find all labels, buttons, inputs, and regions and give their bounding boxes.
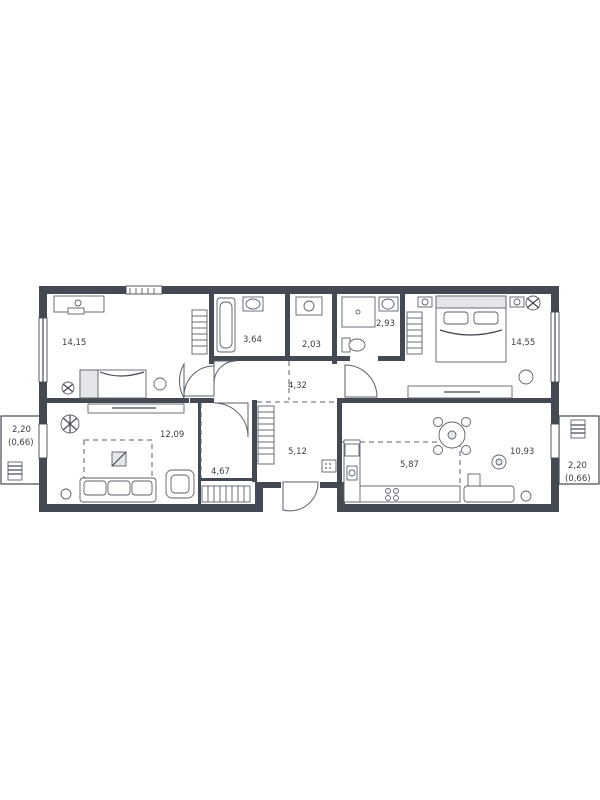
living-room-plant-icon xyxy=(60,414,80,434)
sofa xyxy=(79,477,157,503)
bedroom-left-bed xyxy=(79,369,147,399)
hallway-closet xyxy=(257,405,275,465)
window-living-room xyxy=(38,423,48,459)
balcony-right-radiator-icon xyxy=(570,419,586,439)
door-bedroom-right xyxy=(344,364,378,398)
area-label-wardrobe: 4,67 xyxy=(211,467,230,477)
balcony-right xyxy=(558,415,600,485)
reduced-area-label-balcony-left: (0,66) xyxy=(8,438,34,448)
kitchen-fridge xyxy=(344,443,360,457)
dining-table xyxy=(433,417,471,455)
bathroom-sink xyxy=(242,296,264,312)
area-label-dining-room: 10,93 xyxy=(510,447,534,457)
area-label-hallway-lower: 5,12 xyxy=(288,447,307,457)
area-label-living-room: 12,09 xyxy=(160,430,184,440)
area-label-balcony-right: 2,20 xyxy=(568,461,587,471)
shower-room-sink xyxy=(378,296,399,312)
wardrobe-closet xyxy=(201,485,251,503)
electric-panel-icon xyxy=(321,459,337,473)
reduced-area-label-balcony-right: (0,66) xyxy=(565,474,591,484)
bedroom-right-nightstands xyxy=(417,296,525,308)
outer-walls xyxy=(39,286,559,512)
armchair xyxy=(165,469,195,499)
dining-room-radiator-icon xyxy=(520,490,532,502)
bedroom-right-wardrobe xyxy=(406,311,423,355)
dining-room-sofa xyxy=(463,473,515,503)
area-label-bedroom-right: 14,55 xyxy=(511,338,535,348)
area-label-shower-room: 2,93 xyxy=(376,319,395,329)
door-bathroom xyxy=(213,360,237,384)
door-bedroom-left xyxy=(178,362,215,400)
living-room-radiator-icon xyxy=(60,488,72,500)
bedroom-left-wardrobe xyxy=(191,309,208,355)
shower-tray xyxy=(341,296,376,328)
window-bedroom-left xyxy=(38,317,48,383)
bathtub xyxy=(216,297,236,353)
area-label-bathroom: 3,64 xyxy=(243,335,262,345)
window-bedroom-right xyxy=(550,311,560,383)
window-dining-room xyxy=(550,423,560,459)
tv-stand xyxy=(87,403,185,414)
wc-toilet xyxy=(295,296,323,316)
kitchen-stove xyxy=(385,488,399,501)
bedroom-left-desk xyxy=(53,295,105,315)
area-label-kitchen: 5,87 xyxy=(400,460,419,470)
bedroom-left-chair-icon xyxy=(153,377,167,391)
bedroom-right-bed xyxy=(435,295,507,363)
door-entrance xyxy=(282,481,319,512)
door-living-room xyxy=(213,402,249,438)
area-label-hallway-upper: 4,32 xyxy=(288,381,307,391)
bedroom-left-plant-icon xyxy=(61,381,75,395)
window-top xyxy=(125,285,163,295)
bedroom-right-ottoman xyxy=(518,369,534,385)
kitchen-sink xyxy=(346,465,358,481)
bedroom-right-dresser xyxy=(407,385,513,399)
shower-room-toilet xyxy=(341,337,366,353)
bedroom-right-plant-icon xyxy=(525,295,541,311)
inner-walls xyxy=(47,294,551,504)
area-label-balcony-left: 2,20 xyxy=(12,425,31,435)
balcony-left-radiator-icon xyxy=(7,461,23,481)
dining-room-plant-icon xyxy=(491,454,507,470)
area-label-wc: 2,03 xyxy=(302,340,321,350)
coffee-table xyxy=(111,451,127,467)
area-label-bedroom-left: 14,15 xyxy=(62,338,86,348)
